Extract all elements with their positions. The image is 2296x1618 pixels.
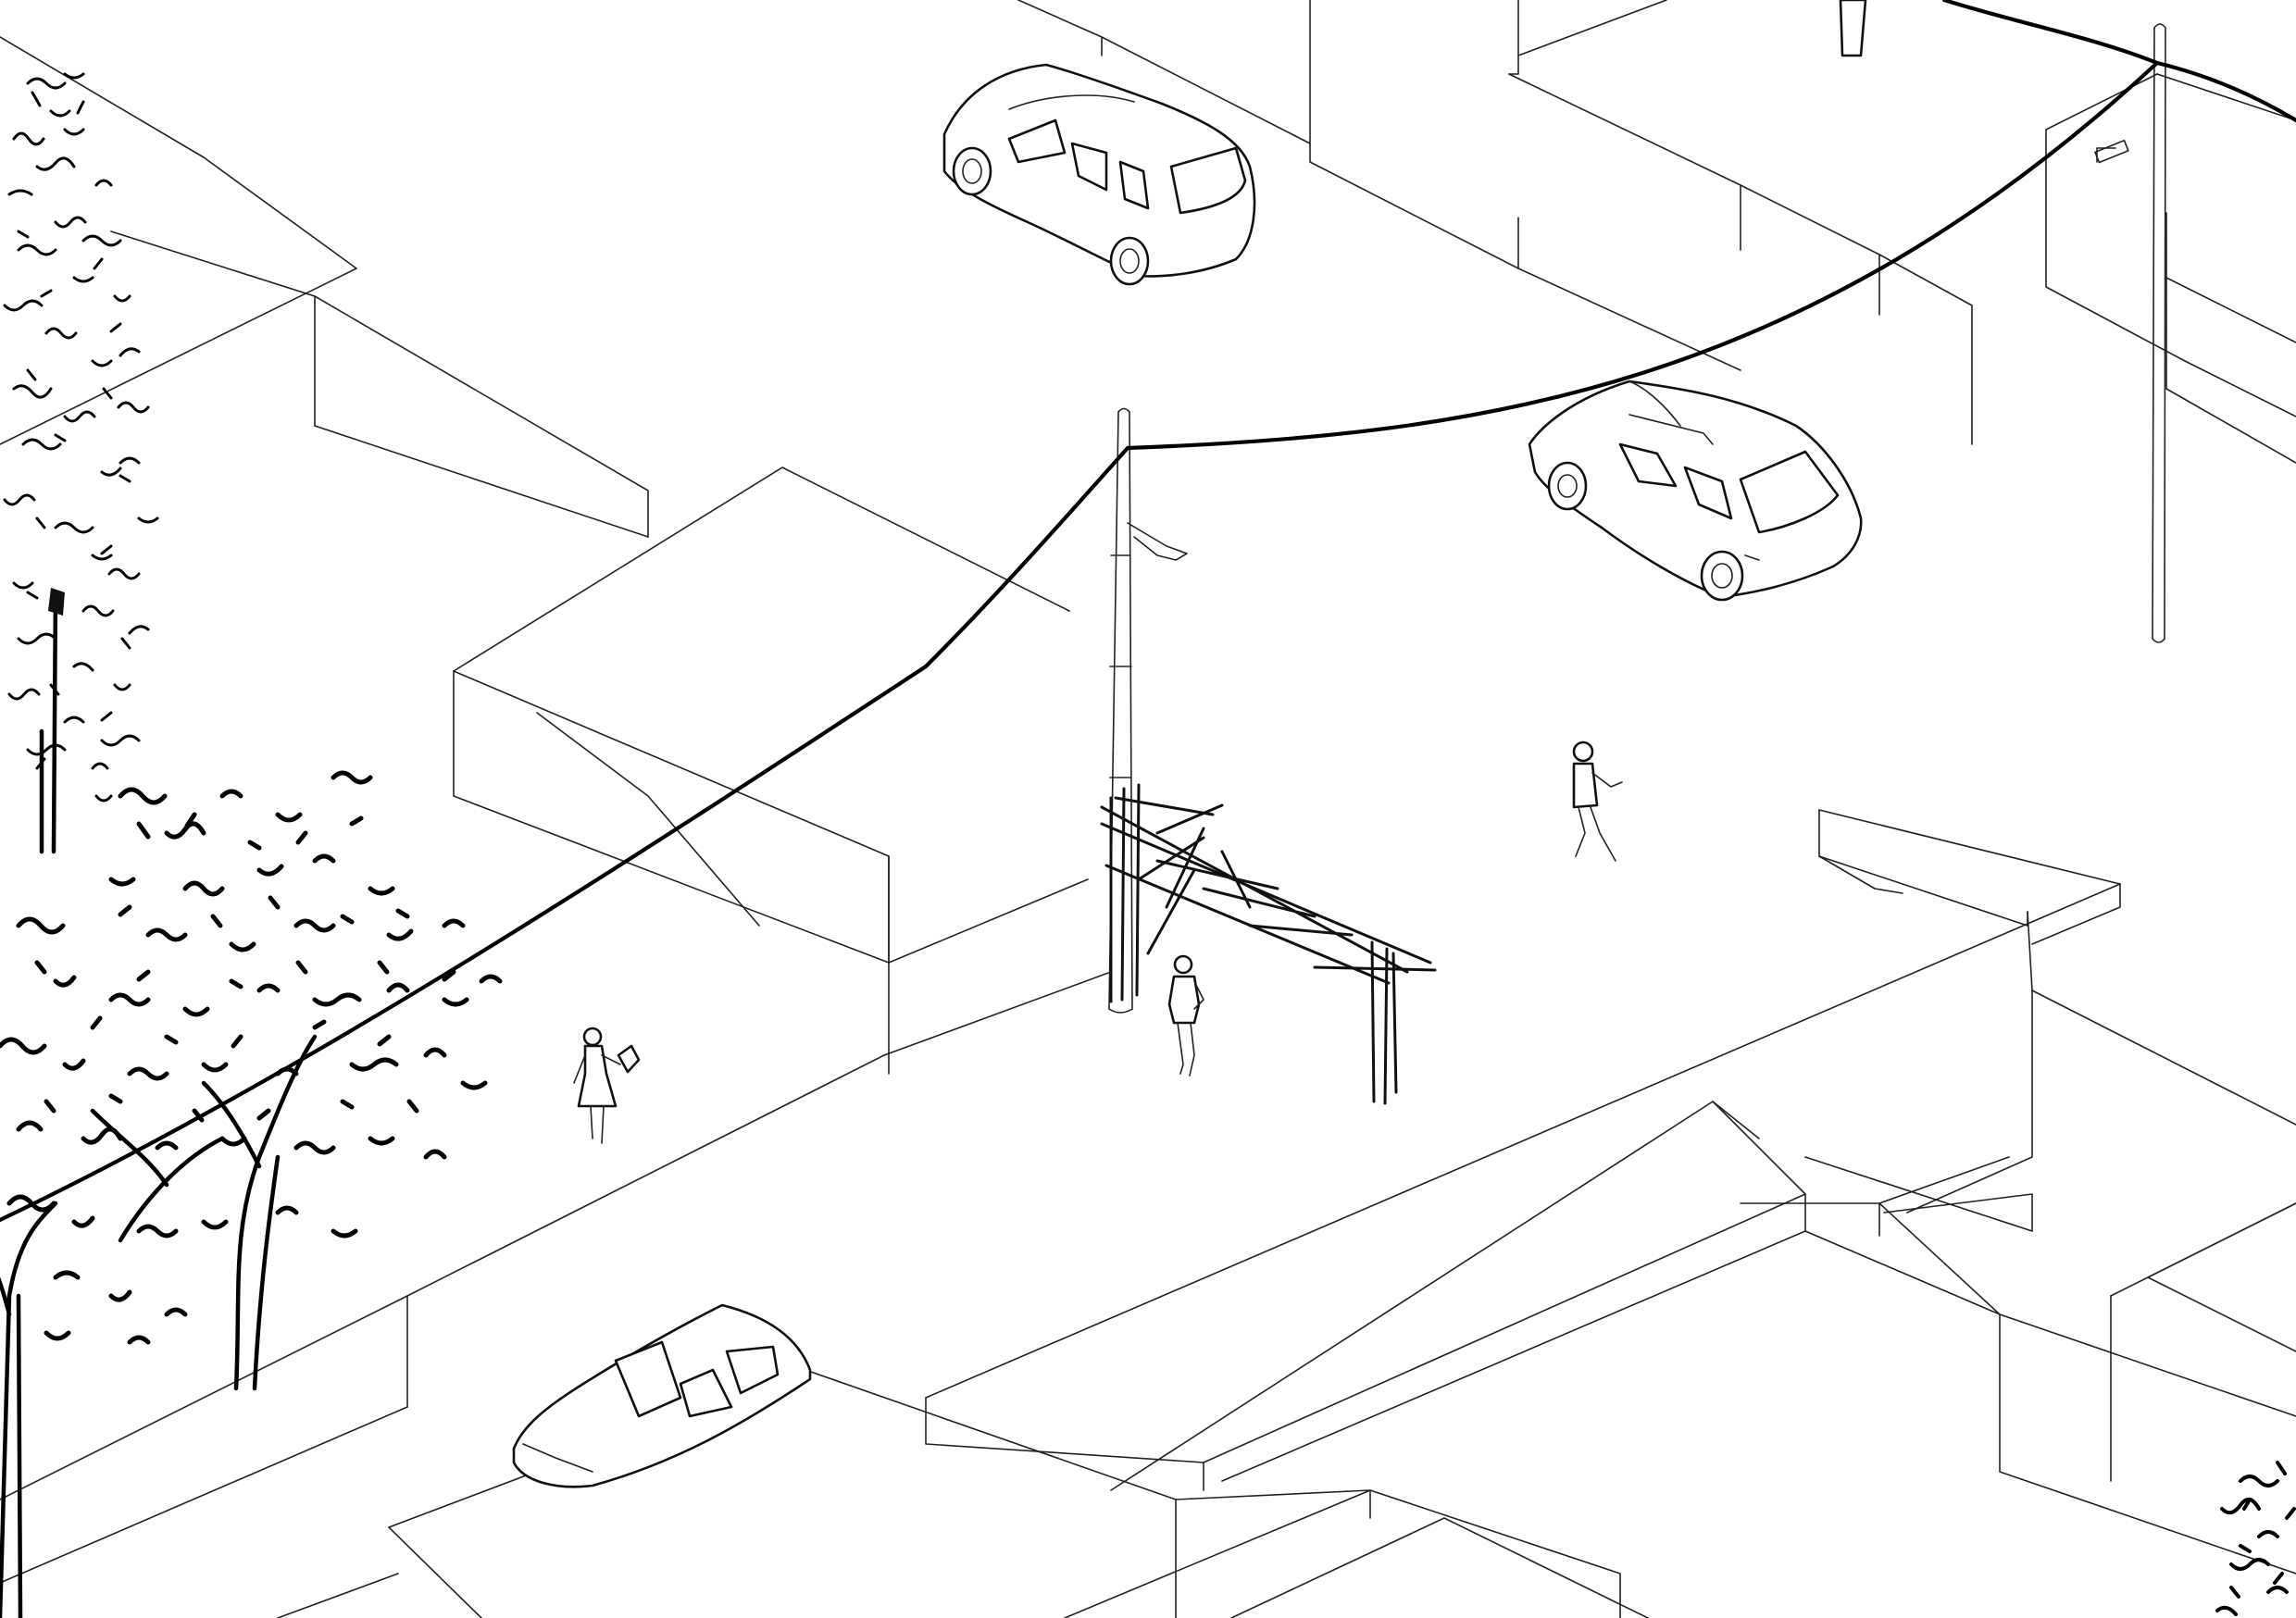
utility-pole-center <box>1108 407 1188 1014</box>
small-tree-bottom-right <box>2215 1461 2296 1616</box>
person-with-flowers <box>573 1027 641 1144</box>
tree-trunk-top <box>1839 0 1867 57</box>
person-on-phone <box>1572 741 1623 862</box>
building-bottom-left <box>277 1369 1649 1618</box>
building-bottom-middle <box>925 989 2296 1574</box>
building-top-row <box>1017 0 1880 371</box>
street-edge-left <box>0 971 1112 1584</box>
person-walking-center <box>1167 954 1204 1077</box>
power-wires <box>0 0 2296 1223</box>
building-central-block <box>453 467 1089 1075</box>
bamboo-pergola <box>1100 783 1437 1105</box>
car-top-left <box>942 63 1256 286</box>
car-right <box>1528 380 1863 602</box>
leafy-tree-foreground <box>0 770 503 1618</box>
building-top-left <box>0 36 649 538</box>
utility-pole-right <box>2152 23 2166 643</box>
car-bottom <box>512 1303 812 1488</box>
poplar-tree-left <box>3 72 159 854</box>
building-right-long <box>925 809 2121 1399</box>
building-top-right <box>1878 73 2296 464</box>
